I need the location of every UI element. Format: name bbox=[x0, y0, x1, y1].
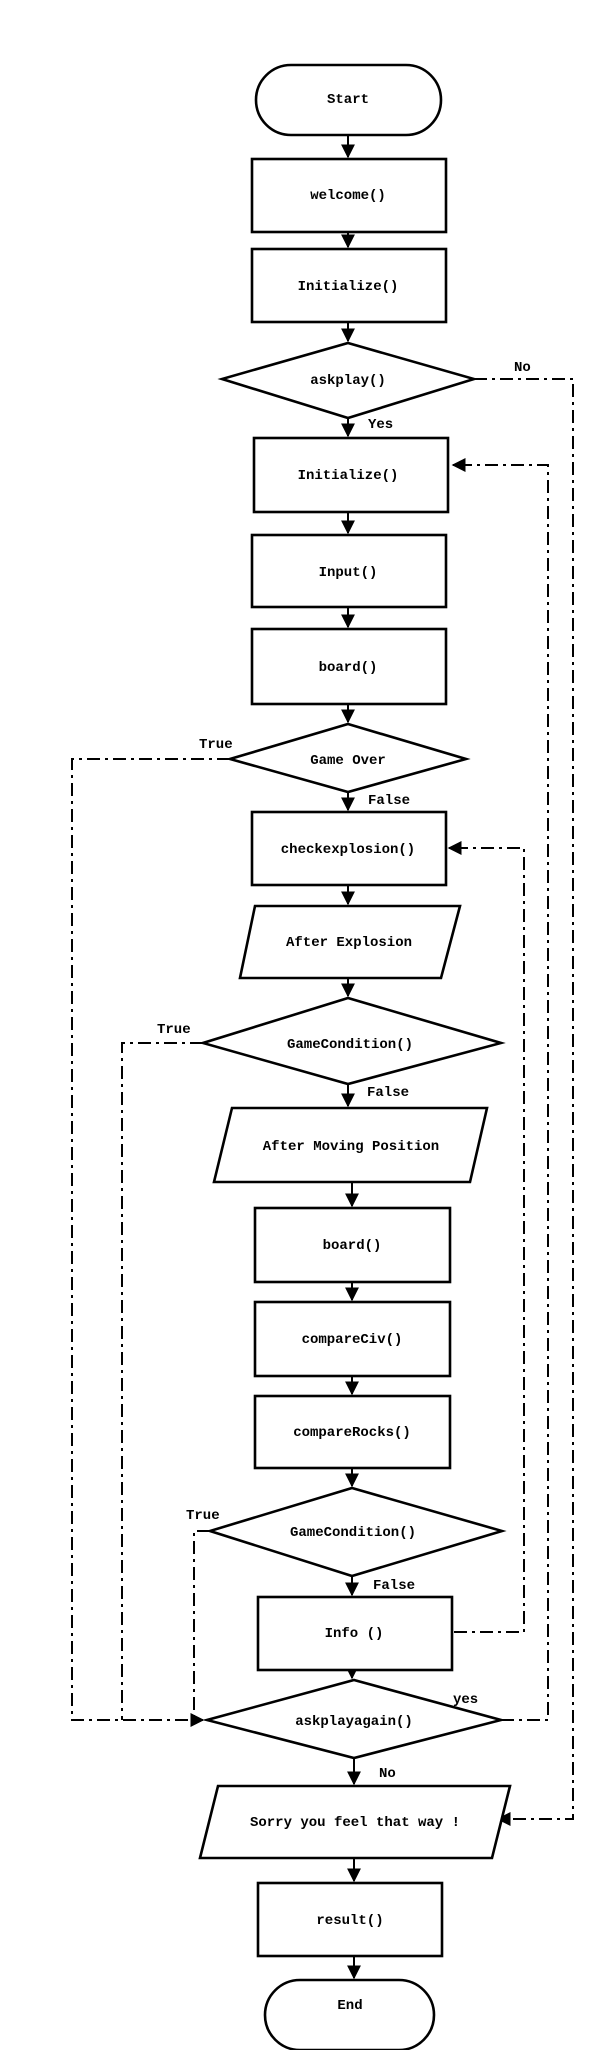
game-over-false-label: False bbox=[368, 793, 410, 809]
game-over-decision: Game Over bbox=[225, 722, 471, 794]
checkexplosion-process: checkexplosion() bbox=[250, 810, 448, 887]
info-process: Info () bbox=[256, 1595, 454, 1672]
game-condition-1-true-label: True bbox=[157, 1022, 191, 1038]
result-label: result() bbox=[316, 1913, 383, 1929]
game-condition-label-1: GameCondition() bbox=[287, 1037, 413, 1053]
start-label: Start bbox=[327, 92, 369, 108]
after-explosion-data: After Explosion bbox=[238, 904, 462, 980]
compare-civ-label: compareCiv() bbox=[302, 1332, 403, 1348]
after-explosion-label: After Explosion bbox=[286, 935, 412, 951]
board-label-1: board() bbox=[319, 660, 378, 676]
compare-rocks-label: compareRocks() bbox=[293, 1425, 411, 1441]
after-moving-position-label: After Moving Position bbox=[263, 1139, 439, 1155]
initialize-label-2: Initialize() bbox=[298, 468, 399, 484]
game-condition-label-2: GameCondition() bbox=[290, 1525, 416, 1541]
game-condition-2-true-label: True bbox=[186, 1508, 220, 1524]
loop-connectors bbox=[71, 378, 574, 1826]
askplayagain-yes-label: yes bbox=[453, 1692, 478, 1708]
board-process-2: board() bbox=[253, 1206, 452, 1284]
askplayagain-label: askplayagain() bbox=[295, 1714, 413, 1730]
askplayagain-decision: askplayagain() bbox=[201, 1678, 507, 1760]
game-over-label: Game Over bbox=[310, 753, 386, 769]
start-terminator: Start bbox=[254, 63, 443, 137]
info-label: Info () bbox=[325, 1626, 384, 1642]
game-condition-2-false-label: False bbox=[373, 1578, 415, 1594]
main-flow-arrows bbox=[341, 135, 361, 1980]
initialize-process-1: Initialize() bbox=[250, 247, 448, 324]
compare-rocks-process: compareRocks() bbox=[253, 1394, 452, 1470]
compare-civ-process: compareCiv() bbox=[253, 1300, 452, 1378]
game-condition-decision-1: GameCondition() bbox=[198, 996, 506, 1086]
sorry-label: Sorry you feel that way ! bbox=[250, 1815, 460, 1831]
askplayagain-no-label: No bbox=[379, 1766, 396, 1782]
askplay-no-label: No bbox=[514, 360, 531, 376]
board-label-2: board() bbox=[323, 1238, 382, 1254]
end-label: End bbox=[337, 1998, 362, 2014]
checkexplosion-label: checkexplosion() bbox=[281, 842, 415, 858]
end-terminator: End bbox=[263, 1978, 436, 2050]
welcome-label: welcome() bbox=[310, 188, 386, 204]
sorry-data: Sorry you feel that way ! bbox=[198, 1784, 512, 1860]
game-condition-1-false-label: False bbox=[367, 1085, 409, 1101]
initialize-label-1: Initialize() bbox=[298, 279, 399, 295]
edge-labels: No Yes True False True False True False … bbox=[157, 360, 531, 1782]
input-process: Input() bbox=[250, 533, 448, 609]
input-label: Input() bbox=[319, 565, 378, 581]
game-condition-decision-2: GameCondition() bbox=[205, 1486, 507, 1578]
game-over-true-label: True bbox=[199, 737, 233, 753]
askplay-decision: askplay() bbox=[217, 341, 479, 420]
askplay-yes-label: Yes bbox=[368, 417, 393, 433]
after-moving-position-data: After Moving Position bbox=[212, 1106, 489, 1184]
askplay-label: askplay() bbox=[310, 373, 386, 389]
board-process-1: board() bbox=[250, 627, 448, 706]
welcome-process: welcome() bbox=[250, 157, 448, 234]
result-process: result() bbox=[256, 1881, 444, 1958]
initialize-process-2: Initialize() bbox=[252, 436, 450, 514]
